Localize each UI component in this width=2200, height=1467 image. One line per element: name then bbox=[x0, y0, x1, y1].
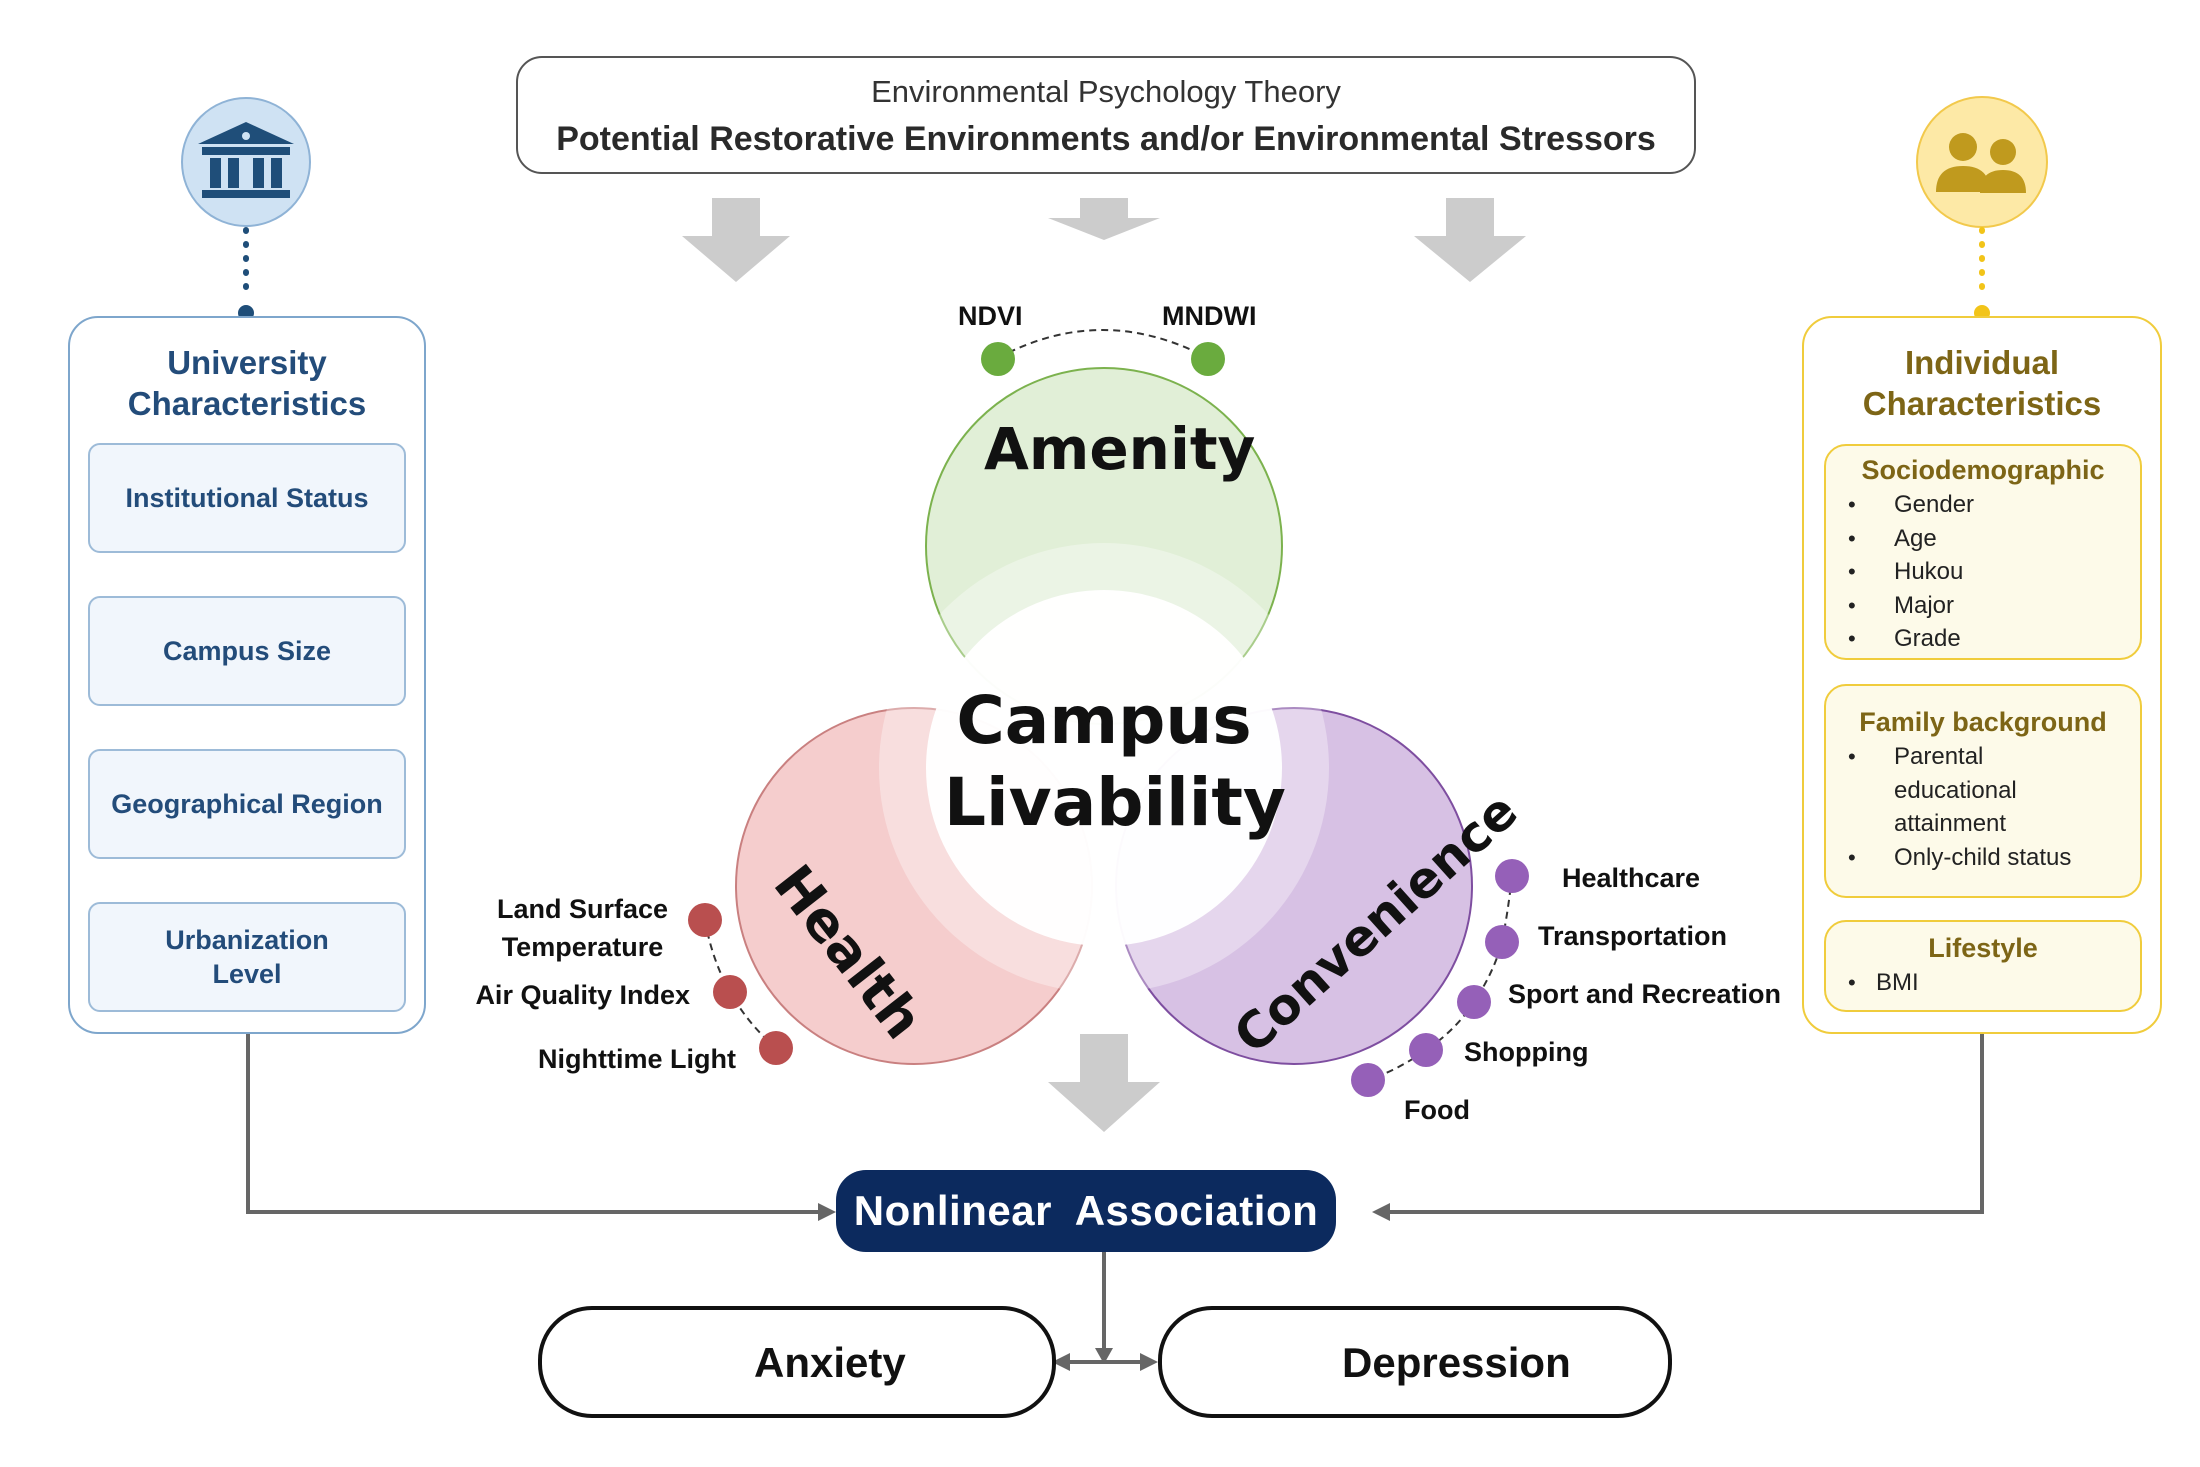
land-surface-temperature-dot bbox=[688, 903, 722, 937]
individual-panel-title: Individual Characteristics bbox=[1804, 342, 2160, 424]
sport-recreation-label: Sport and Recreation bbox=[1508, 979, 1782, 1009]
campus-livability-line2: Livability bbox=[944, 764, 1286, 841]
down-arrow-right bbox=[1414, 198, 1526, 282]
family-background-card: Family background Parental educational a… bbox=[1824, 684, 2142, 898]
campus-livability-line1: Campus bbox=[956, 682, 1252, 759]
sociodemographic-title: Sociodemographic bbox=[1861, 455, 2105, 485]
campus-livability-core bbox=[926, 590, 1282, 946]
lifestyle-list: BMI bbox=[1826, 966, 2140, 1000]
ndvi-label: NDVI bbox=[958, 301, 1023, 331]
nighttime-light-dot bbox=[759, 1031, 793, 1065]
healthcare-label: Healthcare bbox=[1562, 863, 1701, 893]
individual-panel: Individual Characteristics bbox=[1802, 316, 2162, 1034]
anxiety-label: Anxiety bbox=[754, 1339, 906, 1386]
shopping-dot bbox=[1409, 1033, 1443, 1067]
university-title-line2: Characteristics bbox=[127, 385, 367, 422]
list-item: Major bbox=[1848, 589, 2140, 623]
land-surface-temperature-label: Land Surface Temperature bbox=[496, 894, 668, 962]
air-quality-index-label: Air Quality Index bbox=[475, 980, 690, 1010]
list-item: Hukou bbox=[1848, 555, 2140, 589]
university-item-institutional-status: Institutional Status bbox=[88, 443, 406, 553]
mndwi-dot bbox=[1191, 342, 1225, 376]
university-item-geographical-region: Geographical Region bbox=[88, 749, 406, 859]
mndwi-label: MNDWI bbox=[1162, 301, 1257, 331]
sociodemographic-card: Sociodemographic Gender Age Hukou Major … bbox=[1824, 444, 2142, 660]
lifestyle-title: Lifestyle bbox=[1928, 933, 2038, 963]
theory-arrows bbox=[682, 198, 1526, 282]
university-icon-group bbox=[181, 97, 311, 321]
transportation-label: Transportation bbox=[1538, 921, 1728, 951]
amenity-label: Amenity bbox=[984, 415, 1256, 483]
lifestyle-card: Lifestyle BMI bbox=[1824, 920, 2142, 1012]
family-background-title: Family background bbox=[1859, 707, 2107, 737]
health-indicators bbox=[688, 903, 793, 1065]
depression-box: Depression bbox=[1158, 1306, 1672, 1418]
list-item: Grade bbox=[1848, 622, 2140, 656]
nighttime-light-label: Nighttime Light bbox=[538, 1044, 736, 1074]
individual-title-line1: Individual bbox=[1904, 344, 2059, 381]
down-arrow-center bbox=[1048, 198, 1160, 240]
down-arrow-to-association bbox=[1048, 1034, 1160, 1132]
food-dot bbox=[1351, 1063, 1385, 1097]
theory-subtitle: Environmental Psychology Theory bbox=[871, 74, 1341, 109]
anxiety-box: Anxiety bbox=[538, 1306, 1056, 1418]
down-arrow-left bbox=[682, 198, 790, 282]
campus-livability-title: Campus Livability bbox=[944, 680, 1286, 844]
food-label: Food bbox=[1404, 1095, 1470, 1125]
institution-icon bbox=[198, 122, 294, 198]
list-item: Parental educational attainment bbox=[1848, 740, 2140, 841]
transportation-dot bbox=[1485, 925, 1519, 959]
individual-icon-circle bbox=[1916, 96, 2048, 228]
university-title-line1: University bbox=[167, 344, 327, 381]
people-icon bbox=[1936, 133, 2026, 193]
healthcare-dot bbox=[1495, 859, 1529, 893]
family-background-list: Parental educational attainment Only-chi… bbox=[1826, 740, 2140, 874]
list-item: Only-child status bbox=[1848, 841, 2140, 875]
sociodemographic-list: Gender Age Hukou Major Grade bbox=[1826, 488, 2140, 656]
livability-venn bbox=[735, 367, 1473, 1065]
association-connectors bbox=[246, 1034, 1984, 1371]
individual-title-line2: Characteristics bbox=[1862, 385, 2102, 422]
individual-to-association-line bbox=[1388, 1034, 1984, 1214]
air-quality-index-dot bbox=[713, 975, 747, 1009]
depression-label: Depression bbox=[1342, 1339, 1571, 1386]
sport-recreation-dot bbox=[1457, 985, 1491, 1019]
ndvi-dot bbox=[981, 342, 1015, 376]
list-item: Age bbox=[1848, 522, 2140, 556]
university-icon-circle bbox=[181, 97, 311, 227]
amenity-connector bbox=[997, 329, 1209, 359]
down-arrowhead bbox=[1095, 1348, 1113, 1364]
convenience-indicators bbox=[1351, 859, 1529, 1097]
right-arrowhead bbox=[1372, 1203, 1390, 1221]
outcome-left-arrowhead bbox=[1052, 1353, 1070, 1371]
university-panel-title: University Characteristics bbox=[70, 342, 424, 424]
nonlinear-association-box: Nonlinear Association bbox=[836, 1170, 1336, 1252]
list-item: BMI bbox=[1848, 966, 2140, 1000]
university-item-campus-size: Campus Size bbox=[88, 596, 406, 706]
university-to-association-line bbox=[246, 1034, 820, 1214]
shopping-label: Shopping bbox=[1464, 1037, 1589, 1067]
individual-icon-group bbox=[1916, 96, 2048, 321]
outcome-right-arrowhead bbox=[1140, 1353, 1158, 1371]
theory-title: Potential Restorative Environments and/o… bbox=[556, 120, 1656, 158]
list-item: Gender bbox=[1848, 488, 2140, 522]
university-item-urbanization-level: Urbanization Level bbox=[88, 902, 406, 1012]
amenity-indicators bbox=[981, 329, 1225, 376]
theory-box: Environmental Psychology Theory Potentia… bbox=[516, 56, 1696, 174]
left-arrowhead bbox=[818, 1203, 836, 1221]
